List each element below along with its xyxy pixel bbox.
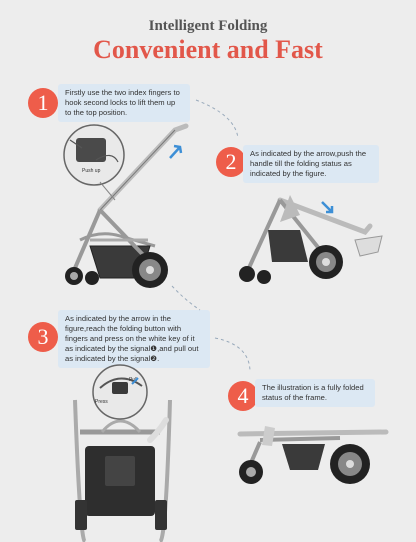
stroller-illustration-4 <box>237 426 389 484</box>
arrow-pull-icon <box>131 377 139 385</box>
pull-label: Pull <box>129 377 137 383</box>
arrow-diagonal-icon <box>321 201 334 214</box>
step-1-badge: 1 <box>28 88 58 118</box>
step-2-badge: 2 <box>216 147 246 177</box>
inset-hands-1: Push up <box>63 124 125 186</box>
arrow-up-icon <box>169 144 183 159</box>
push-up-label: Push up <box>82 168 101 174</box>
guide-curve-1 <box>195 99 239 139</box>
guide-curve-3 <box>214 337 251 373</box>
guide-curve-2 <box>171 285 201 311</box>
step-3-badge: 3 <box>28 322 58 352</box>
step-3-text: As indicated by the arrow in the figure,… <box>58 310 210 368</box>
subtitle: Intelligent Folding <box>148 18 268 34</box>
step-1-text: Firstly use the two index fingers to hoo… <box>58 84 190 122</box>
step-2-text: As indicated by the arrow,push the handl… <box>243 145 379 183</box>
step-4-badge: 4 <box>228 381 258 411</box>
press-label: Press <box>95 399 108 405</box>
stroller-illustration-3 <box>73 399 172 542</box>
stroller-illustration-2 <box>239 195 383 284</box>
page-title: Convenient and Fast <box>93 35 323 64</box>
step-4-text: The illustration is a fully folded statu… <box>255 379 375 407</box>
inset-hands-3: Pull Press <box>92 364 148 420</box>
stroller-illustration-1 <box>65 123 189 288</box>
